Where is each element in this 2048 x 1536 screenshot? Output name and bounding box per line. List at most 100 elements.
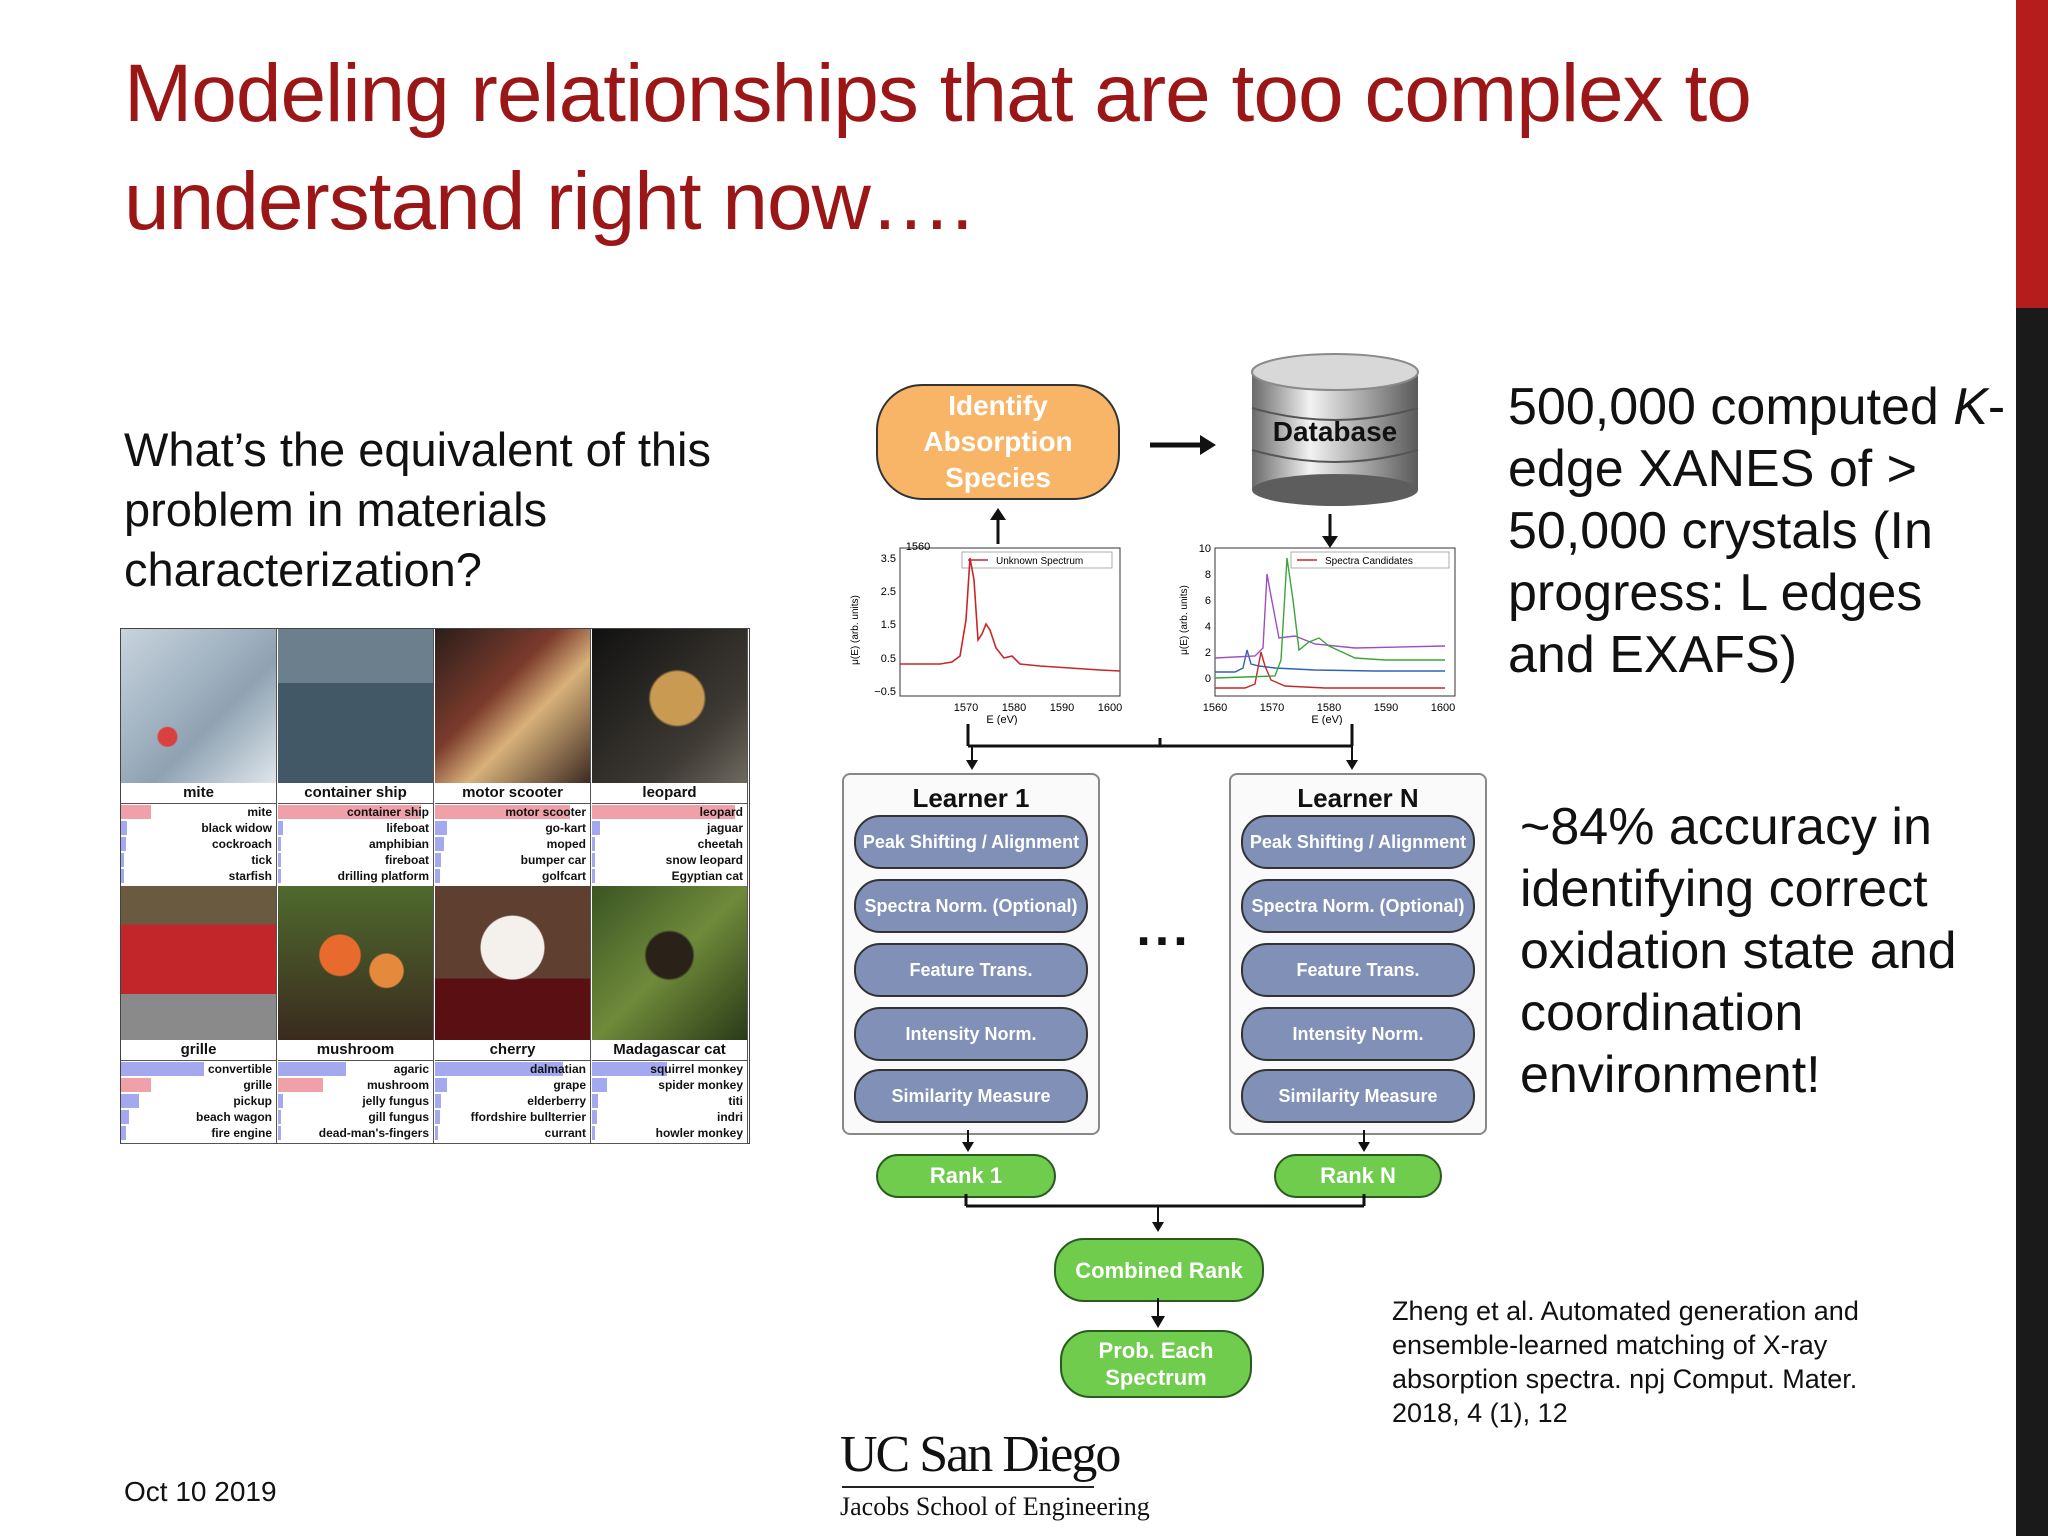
sample-photo: [435, 629, 590, 783]
prediction-label: dalmatian: [529, 1062, 586, 1076]
prediction-bar: [435, 821, 447, 835]
prediction-bar: [592, 837, 595, 851]
prediction-row: spider monkey: [592, 1077, 747, 1093]
prediction-label: lifeboat: [386, 821, 429, 835]
prediction-bar: [592, 1062, 667, 1076]
right-plot-legend: Spectra Candidates: [1325, 556, 1413, 567]
prediction-row: howler monkey: [592, 1125, 747, 1141]
left-xtick: 1590: [1050, 702, 1074, 714]
prediction-row: fireboat: [278, 852, 433, 868]
identify-species-box: Identify Absorption Species: [876, 384, 1120, 500]
prediction-bar: [121, 1110, 129, 1124]
arrow-down-icon: [1151, 1298, 1165, 1328]
prediction-bar: [121, 805, 151, 819]
prediction-label: beach wagon: [195, 1110, 272, 1124]
learner-1-title: Learner 1: [912, 783, 1030, 813]
prediction-row: jaguar: [592, 820, 747, 836]
prediction-label: leopard: [699, 805, 743, 819]
prediction-row: convertible: [121, 1061, 276, 1077]
arrow-down-icon: [962, 1130, 974, 1152]
prediction-bar: [592, 1110, 597, 1124]
right-xtick: 1570: [1260, 702, 1284, 714]
step-spectra-norm: Spectra Norm. (Optional): [854, 879, 1088, 933]
right-xtick: 1600: [1431, 702, 1455, 714]
prediction-row: jelly fungus: [278, 1093, 433, 1109]
unknown-spectrum-plot: μ(E) (arb. units) 3.5 2.5 1.5 0.5 −0.5 1…: [850, 541, 1122, 725]
rank-connector: [964, 1194, 1366, 1232]
unknown-spectrum-line: [900, 557, 1121, 672]
sample-photo: [435, 886, 590, 1040]
prediction-label: howler monkey: [655, 1126, 743, 1140]
prediction-label: squirrel monkey: [650, 1062, 743, 1076]
left-xtick: 1570: [954, 702, 978, 714]
prediction-bar: [435, 805, 570, 819]
xanes-stat-text: 500,000 computed K-edge XANES of > 50,00…: [1508, 378, 2006, 684]
prediction-row: amphibian: [278, 836, 433, 852]
prediction-bar: [592, 805, 735, 819]
learner-ellipsis: ...: [1136, 899, 1192, 957]
prediction-bar: [592, 869, 595, 883]
step-peak-shifting: Peak Shifting / Alignment: [1241, 815, 1475, 869]
sample-photo: [278, 629, 433, 783]
prediction-row: indri: [592, 1109, 747, 1125]
ground-truth-label: grille: [180, 1041, 217, 1058]
prediction-label: pickup: [233, 1094, 272, 1108]
step-intensity-norm: Intensity Norm.: [1241, 1007, 1475, 1061]
prediction-row: bumper car: [435, 852, 590, 868]
ground-truth-label: Madagascar cat: [613, 1041, 726, 1058]
prediction-row: cockroach: [121, 836, 276, 852]
prediction-bar: [435, 1094, 441, 1108]
prediction-row: starfish: [121, 868, 276, 884]
prediction-label: grape: [553, 1078, 586, 1092]
logo-sub-text: Jacobs School of Engineering: [840, 1492, 1150, 1521]
logo-rule: [842, 1486, 1094, 1488]
prediction-row: lifeboat: [278, 820, 433, 836]
prediction-bar: [592, 1078, 607, 1092]
database-icon: [1251, 353, 1419, 506]
prediction-row: motor scooter: [435, 804, 590, 820]
prediction-row: currant: [435, 1125, 590, 1141]
prediction-bar: [435, 837, 444, 851]
prediction-label: moped: [546, 837, 586, 851]
prediction-label: titi: [728, 1094, 743, 1108]
prediction-label: bumper car: [520, 853, 586, 867]
prediction-label: snow leopard: [665, 853, 743, 867]
right-xtick: 1560: [1203, 702, 1227, 714]
ground-truth-label: motor scooter: [462, 784, 563, 801]
prediction-bar: [278, 805, 421, 819]
ground-truth-label: mushroom: [316, 1041, 395, 1058]
prediction-row: container ship: [278, 804, 433, 820]
prediction-row: mite: [121, 804, 276, 820]
accent-bar-black: [2016, 308, 2048, 1536]
prediction-bar: [592, 853, 595, 867]
prediction-bar: [435, 1078, 447, 1092]
ground-truth-label: leopard: [642, 784, 697, 801]
prediction-bar: [121, 869, 124, 883]
prediction-bar: [121, 1078, 151, 1092]
left-xtick: 1600: [1098, 702, 1122, 714]
left-ytick: 1.5: [881, 619, 896, 631]
prediction-row: grape: [435, 1077, 590, 1093]
prediction-bar: [121, 1126, 126, 1140]
plot-connector: [966, 724, 1358, 770]
prediction-label: motor scooter: [505, 805, 586, 819]
prediction-row: dalmatian: [435, 1061, 590, 1077]
prediction-row: moped: [435, 836, 590, 852]
prediction-label: cockroach: [211, 837, 272, 851]
prediction-label: fireboat: [384, 853, 429, 867]
left-ytick: 3.5: [881, 553, 896, 565]
left-ytick: 2.5: [881, 586, 896, 598]
arrow-right-icon: [1150, 435, 1216, 455]
prediction-row: black widow: [121, 820, 276, 836]
prediction-row: Egyptian cat: [592, 868, 747, 884]
candidate-purple-line: [1214, 573, 1446, 659]
prediction-row: snow leopard: [592, 852, 747, 868]
